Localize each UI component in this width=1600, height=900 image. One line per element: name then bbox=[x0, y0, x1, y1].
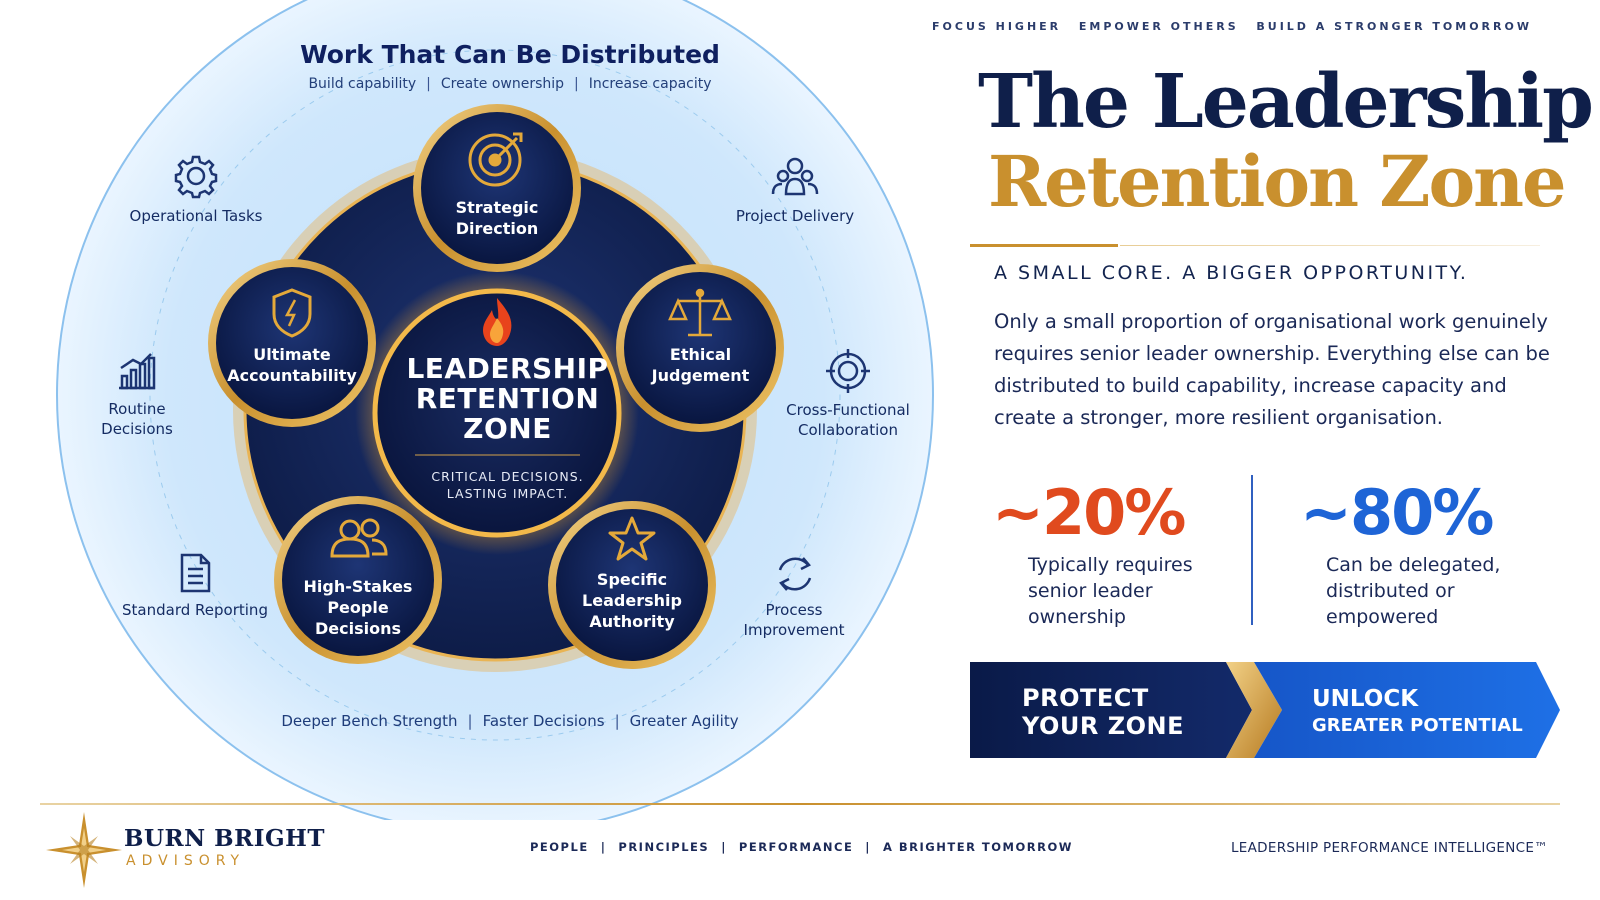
node-strategic-direction bbox=[413, 104, 581, 272]
outer-subtitle-item: Build capability bbox=[308, 76, 417, 92]
subheading: A SMALL CORE. A BIGGER OPPORTUNITY. bbox=[994, 262, 1469, 284]
page-title-line1: The Leadership bbox=[978, 59, 1594, 145]
gear-icon bbox=[174, 155, 218, 199]
unlock-label: UNLOCK bbox=[1312, 686, 1419, 712]
node-specific-leadership-authority bbox=[548, 501, 716, 669]
footer-link-item: PERFORMANCE bbox=[738, 840, 854, 854]
flame-icon bbox=[483, 298, 512, 346]
footer-links: PEOPLE| PRINCIPLES| PERFORMANCE| A BRIGH… bbox=[530, 840, 1073, 854]
document-icon bbox=[180, 553, 211, 593]
tagline-item: BUILD A STRONGER TOMORROW bbox=[1256, 20, 1532, 33]
outer-subtitle-item: Create ownership bbox=[440, 76, 565, 92]
core-circle bbox=[372, 288, 622, 538]
outer-item-cross-functional-collaboration: Cross-Functional Collaboration bbox=[786, 401, 910, 439]
node-high-stakes-people-decisions bbox=[274, 496, 442, 664]
refresh-icon bbox=[778, 557, 812, 591]
outer-item-routine-decisions: Routine Decisions bbox=[101, 400, 173, 438]
scales-icon bbox=[668, 288, 732, 337]
footer-link-item: PEOPLE bbox=[530, 840, 589, 854]
bottom-subtitle: Deeper Bench Strength|Faster Decisions|G… bbox=[281, 712, 739, 730]
leadership-diagram bbox=[56, 0, 934, 820]
node-label-ultimate-accountability: Ultimate Accountability bbox=[227, 345, 357, 385]
stats-divider bbox=[1251, 475, 1253, 625]
node-label-specific-leadership-authority: Specific Leadership Authority bbox=[582, 570, 682, 631]
outer-item-project-delivery: Project Delivery bbox=[735, 207, 855, 225]
tagline: FOCUS HIGHER EMPOWER OTHERS BUILD A STRO… bbox=[932, 20, 1532, 33]
footer-rule bbox=[40, 803, 1560, 805]
core-title: LEADERSHIP RETENTION ZONE bbox=[406, 352, 609, 445]
node-label-high-stakes-people-decisions: High-Stakes People Decisions bbox=[303, 577, 413, 638]
brand-name: BURN BRIGHT bbox=[124, 825, 325, 852]
bottom-subtitle-item: Greater Agility bbox=[629, 712, 739, 730]
node-ethical-judgement bbox=[616, 264, 784, 432]
tagline-item: EMPOWER OTHERS bbox=[1078, 20, 1239, 33]
tagline-item: FOCUS HIGHER bbox=[932, 20, 1062, 33]
target-icon bbox=[468, 132, 523, 187]
bottom-subtitle-item: Deeper Bench Strength bbox=[281, 712, 458, 730]
team-icon bbox=[771, 157, 819, 196]
people-icon bbox=[330, 518, 388, 558]
core-subtitle: CRITICAL DECISIONS. LASTING IMPACT. bbox=[431, 469, 584, 501]
star-icon bbox=[608, 516, 656, 561]
stat-value-delegated: ~80% bbox=[1300, 476, 1494, 549]
call-to-action-banner bbox=[970, 662, 1560, 758]
outer-item-process-improvement: Process Improvement bbox=[743, 601, 845, 639]
node-ultimate-accountability bbox=[208, 259, 376, 427]
node-label-strategic-direction: Strategic Direction bbox=[455, 198, 539, 238]
logo-star-icon bbox=[46, 812, 122, 888]
greater-potential-label: GREATER POTENTIAL bbox=[1312, 715, 1523, 736]
title-rule bbox=[970, 244, 1118, 247]
footer-link-item: PRINCIPLES bbox=[618, 840, 710, 854]
outer-subtitle: Build capability|Create ownership|Increa… bbox=[308, 76, 712, 92]
footer-link-item: A BRIGHTER TOMORROW bbox=[883, 840, 1073, 854]
stat-description-delegated: Can be delegated, distributed or empower… bbox=[1326, 554, 1501, 628]
outer-item-standard-reporting: Standard Reporting bbox=[122, 601, 268, 619]
description-paragraph: Only a small proportion of organisationa… bbox=[994, 310, 1550, 429]
node-label-ethical-judgement: Ethical Judgement bbox=[651, 345, 750, 385]
stat-value-senior: ~20% bbox=[992, 476, 1186, 549]
unlock-potential-arrow bbox=[1254, 662, 1560, 758]
outer-subtitle-item: Increase capacity bbox=[588, 76, 712, 92]
footer-trademark: LEADERSHIP PERFORMANCE INTELLIGENCE™ bbox=[1230, 840, 1548, 856]
shield-icon bbox=[272, 288, 312, 338]
outer-title: Work That Can Be Distributed bbox=[300, 40, 720, 69]
bottom-subtitle-item: Faster Decisions bbox=[482, 712, 605, 730]
bar-chart-icon bbox=[119, 353, 156, 390]
brand-subtitle: ADVISORY bbox=[126, 853, 246, 869]
stat-description-senior: Typically requires senior leader ownersh… bbox=[1028, 554, 1193, 628]
protect-zone-arrow bbox=[970, 662, 1252, 758]
outer-item-operational-tasks: Operational Tasks bbox=[129, 207, 263, 225]
page-title-line2: Retention Zone bbox=[988, 140, 1567, 223]
dashed-ring bbox=[149, 49, 841, 741]
protect-zone-label: PROTECT YOUR ZONE bbox=[1022, 684, 1185, 740]
target-circle-icon bbox=[826, 349, 870, 393]
title-rule-fade bbox=[1120, 245, 1540, 246]
